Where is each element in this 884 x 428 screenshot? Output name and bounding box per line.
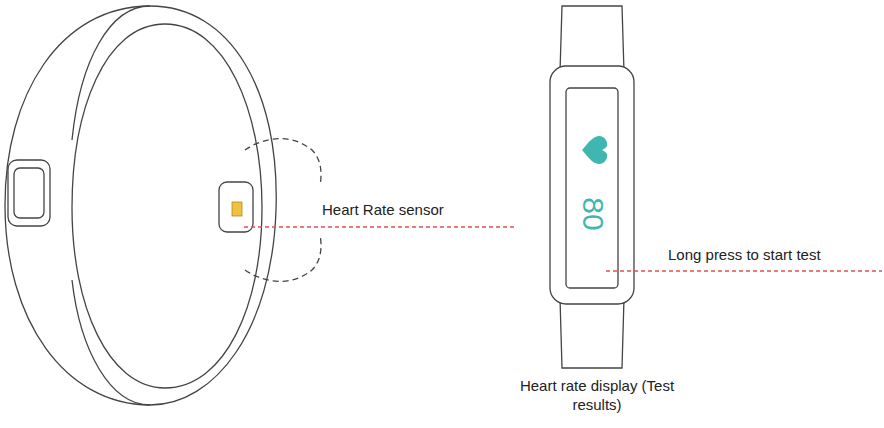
clasp [8, 160, 50, 226]
sensor-housing [219, 182, 253, 232]
caption-label: Heart rate display (Test results) [497, 376, 697, 414]
clasp-inner [14, 168, 44, 218]
strap-bottom [560, 298, 624, 368]
band-edge [72, 280, 150, 405]
band-edge [72, 6, 150, 140]
band-outer [5, 6, 276, 405]
leader-line [244, 226, 515, 227]
module-outline [245, 235, 321, 281]
part-label: Heart Rate sensor [322, 200, 444, 219]
band-body [550, 66, 634, 304]
screen [566, 88, 618, 288]
leader-line [606, 270, 882, 271]
module-outline [245, 139, 321, 185]
strap-top [560, 6, 624, 72]
heart-rate-sensor [232, 202, 242, 216]
band-inner [72, 24, 262, 388]
heart-icon [582, 136, 607, 164]
reading-value: 80 [578, 197, 608, 230]
part-label: Long press to start test [668, 245, 821, 264]
